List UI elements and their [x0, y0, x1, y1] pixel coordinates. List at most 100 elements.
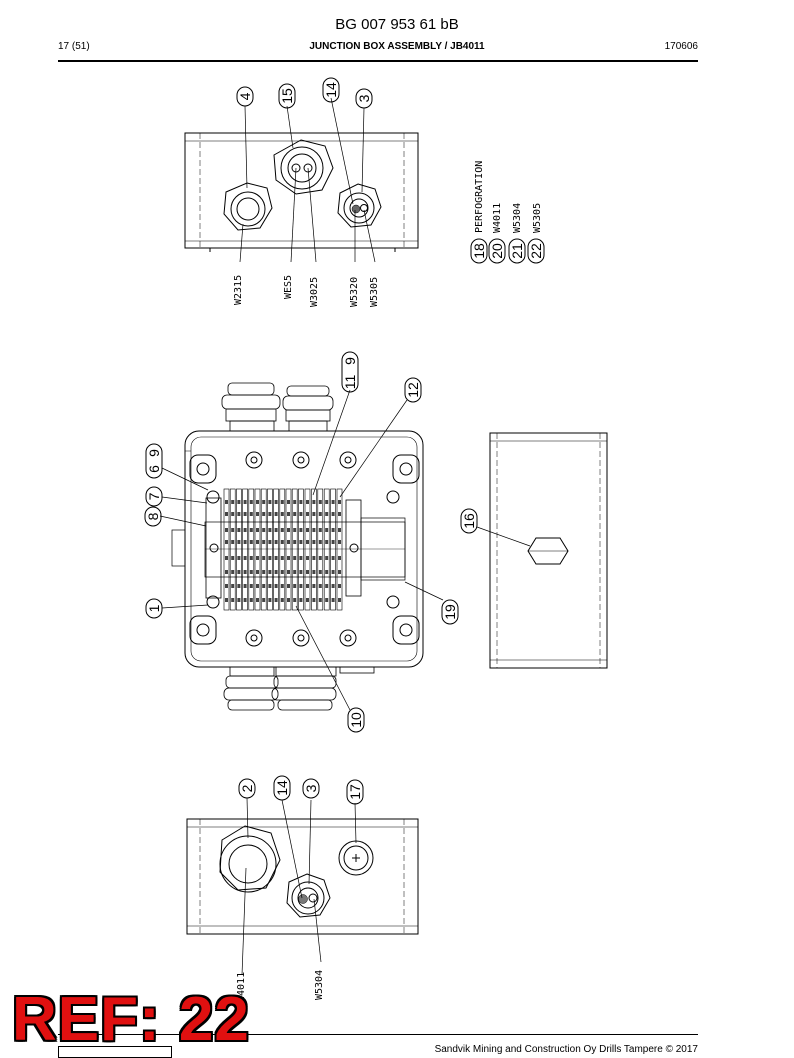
terminal-screw — [243, 540, 247, 544]
terminal-screw — [231, 540, 235, 544]
svg-text:1: 1 — [146, 604, 162, 612]
balloon-15: 15 — [278, 83, 296, 109]
header-rule — [58, 60, 698, 62]
blind-plug — [338, 840, 374, 876]
terminal-block — [267, 488, 273, 611]
balloon-2: 2 — [238, 778, 256, 799]
cable-gland — [337, 183, 382, 228]
svg-text:W5304: W5304 — [512, 203, 523, 233]
terminal-screw — [225, 540, 228, 544]
svg-text:W5305: W5305 — [532, 203, 543, 233]
terminal-screw — [325, 584, 329, 588]
terminal-screw — [262, 570, 266, 574]
terminal-screw — [262, 556, 266, 560]
terminal-screw — [338, 528, 341, 532]
terminal-blocks — [223, 488, 343, 611]
terminal-screw — [268, 500, 272, 504]
terminal-screw — [306, 528, 309, 532]
page-number: 17 (51) — [58, 41, 90, 52]
svg-text:4: 4 — [237, 92, 253, 100]
terminal-block — [336, 488, 343, 611]
terminal-screw — [268, 512, 272, 516]
terminal-screw — [331, 512, 335, 516]
terminal-screw — [225, 556, 228, 560]
bottom-view-box — [186, 818, 419, 935]
terminal-screw — [249, 598, 253, 602]
cable-label: WES5 — [283, 275, 294, 299]
terminal-screw — [243, 528, 247, 532]
terminal-screw — [293, 556, 297, 560]
svg-text:15: 15 — [279, 88, 295, 104]
terminal-block — [248, 488, 255, 611]
cable-gland — [273, 139, 334, 195]
terminal-screw — [237, 500, 241, 504]
terminal-screw — [268, 540, 272, 544]
terminal-screw — [231, 512, 235, 516]
terminal-block — [260, 488, 267, 611]
svg-text:PERFOGRATION: PERFOGRATION — [474, 161, 485, 233]
terminal-block — [304, 488, 311, 611]
terminal-screw — [256, 570, 259, 574]
terminal-screw — [293, 598, 297, 602]
terminal-screw — [274, 598, 278, 602]
terminal-screw — [287, 500, 290, 504]
svg-text:17: 17 — [347, 784, 363, 800]
terminal-screw — [243, 584, 247, 588]
terminal-screw — [338, 500, 341, 504]
svg-text:22: 22 — [528, 243, 544, 259]
svg-text:14: 14 — [323, 82, 339, 98]
balloon-16: 16 — [460, 508, 478, 534]
document-id: BG 007 953 61 bB — [335, 16, 459, 33]
terminal-screw — [231, 556, 235, 560]
terminal-screw — [299, 584, 303, 588]
terminal-block — [279, 488, 286, 611]
terminal-screw — [331, 528, 335, 532]
terminal-screw — [293, 500, 297, 504]
terminal-screw — [268, 570, 272, 574]
terminal-screw — [293, 584, 297, 588]
terminal-screw — [280, 570, 284, 574]
terminal-screw — [299, 528, 303, 532]
terminal-screw — [274, 528, 278, 532]
terminal-screw — [287, 512, 290, 516]
terminal-screw — [262, 540, 266, 544]
terminal-screw — [331, 584, 335, 588]
terminal-screw — [231, 570, 235, 574]
terminal-screw — [312, 598, 316, 602]
footer-copyright: Sandvik Mining and Construction Oy Drill… — [434, 1044, 698, 1055]
legend-item: 18 PERFOGRATION — [470, 161, 488, 264]
terminal-screw — [225, 570, 228, 574]
main-view: 11 9 12 6 9 7 8 1 — [144, 351, 478, 733]
svg-text:18: 18 — [471, 243, 487, 259]
terminal-screw — [249, 584, 253, 588]
balloon-12: 12 — [404, 377, 422, 403]
terminal-screw — [280, 598, 284, 602]
balloon-4: 4 — [236, 86, 254, 107]
svg-text:3: 3 — [356, 94, 372, 102]
terminal-block — [311, 488, 317, 611]
terminal-screw — [243, 556, 247, 560]
terminal-screw — [231, 598, 235, 602]
terminal-screw — [274, 584, 278, 588]
terminal-screw — [256, 598, 259, 602]
top-view: 4 15 14 3 W2315 WES5 W3025 W5320 W5305 — [184, 77, 419, 307]
terminal-screw — [318, 584, 322, 588]
terminal-screw — [274, 500, 278, 504]
balloon-11-9: 11 9 — [341, 351, 359, 393]
terminal-screw — [299, 500, 303, 504]
svg-text:2: 2 — [239, 784, 255, 792]
terminal-screw — [243, 512, 247, 516]
cable-gland — [223, 182, 273, 231]
terminal-screw — [225, 512, 228, 516]
cable-gland — [219, 825, 281, 893]
terminal-screw — [231, 584, 235, 588]
mounting-holes — [206, 451, 400, 647]
terminal-screw — [331, 570, 335, 574]
terminal-screw — [262, 528, 266, 532]
terminal-screw — [231, 500, 235, 504]
terminal-screw — [312, 570, 316, 574]
terminal-screw — [237, 570, 241, 574]
terminal-screw — [325, 528, 329, 532]
terminal-screw — [325, 598, 329, 602]
cable-label: W5305 — [369, 277, 380, 307]
